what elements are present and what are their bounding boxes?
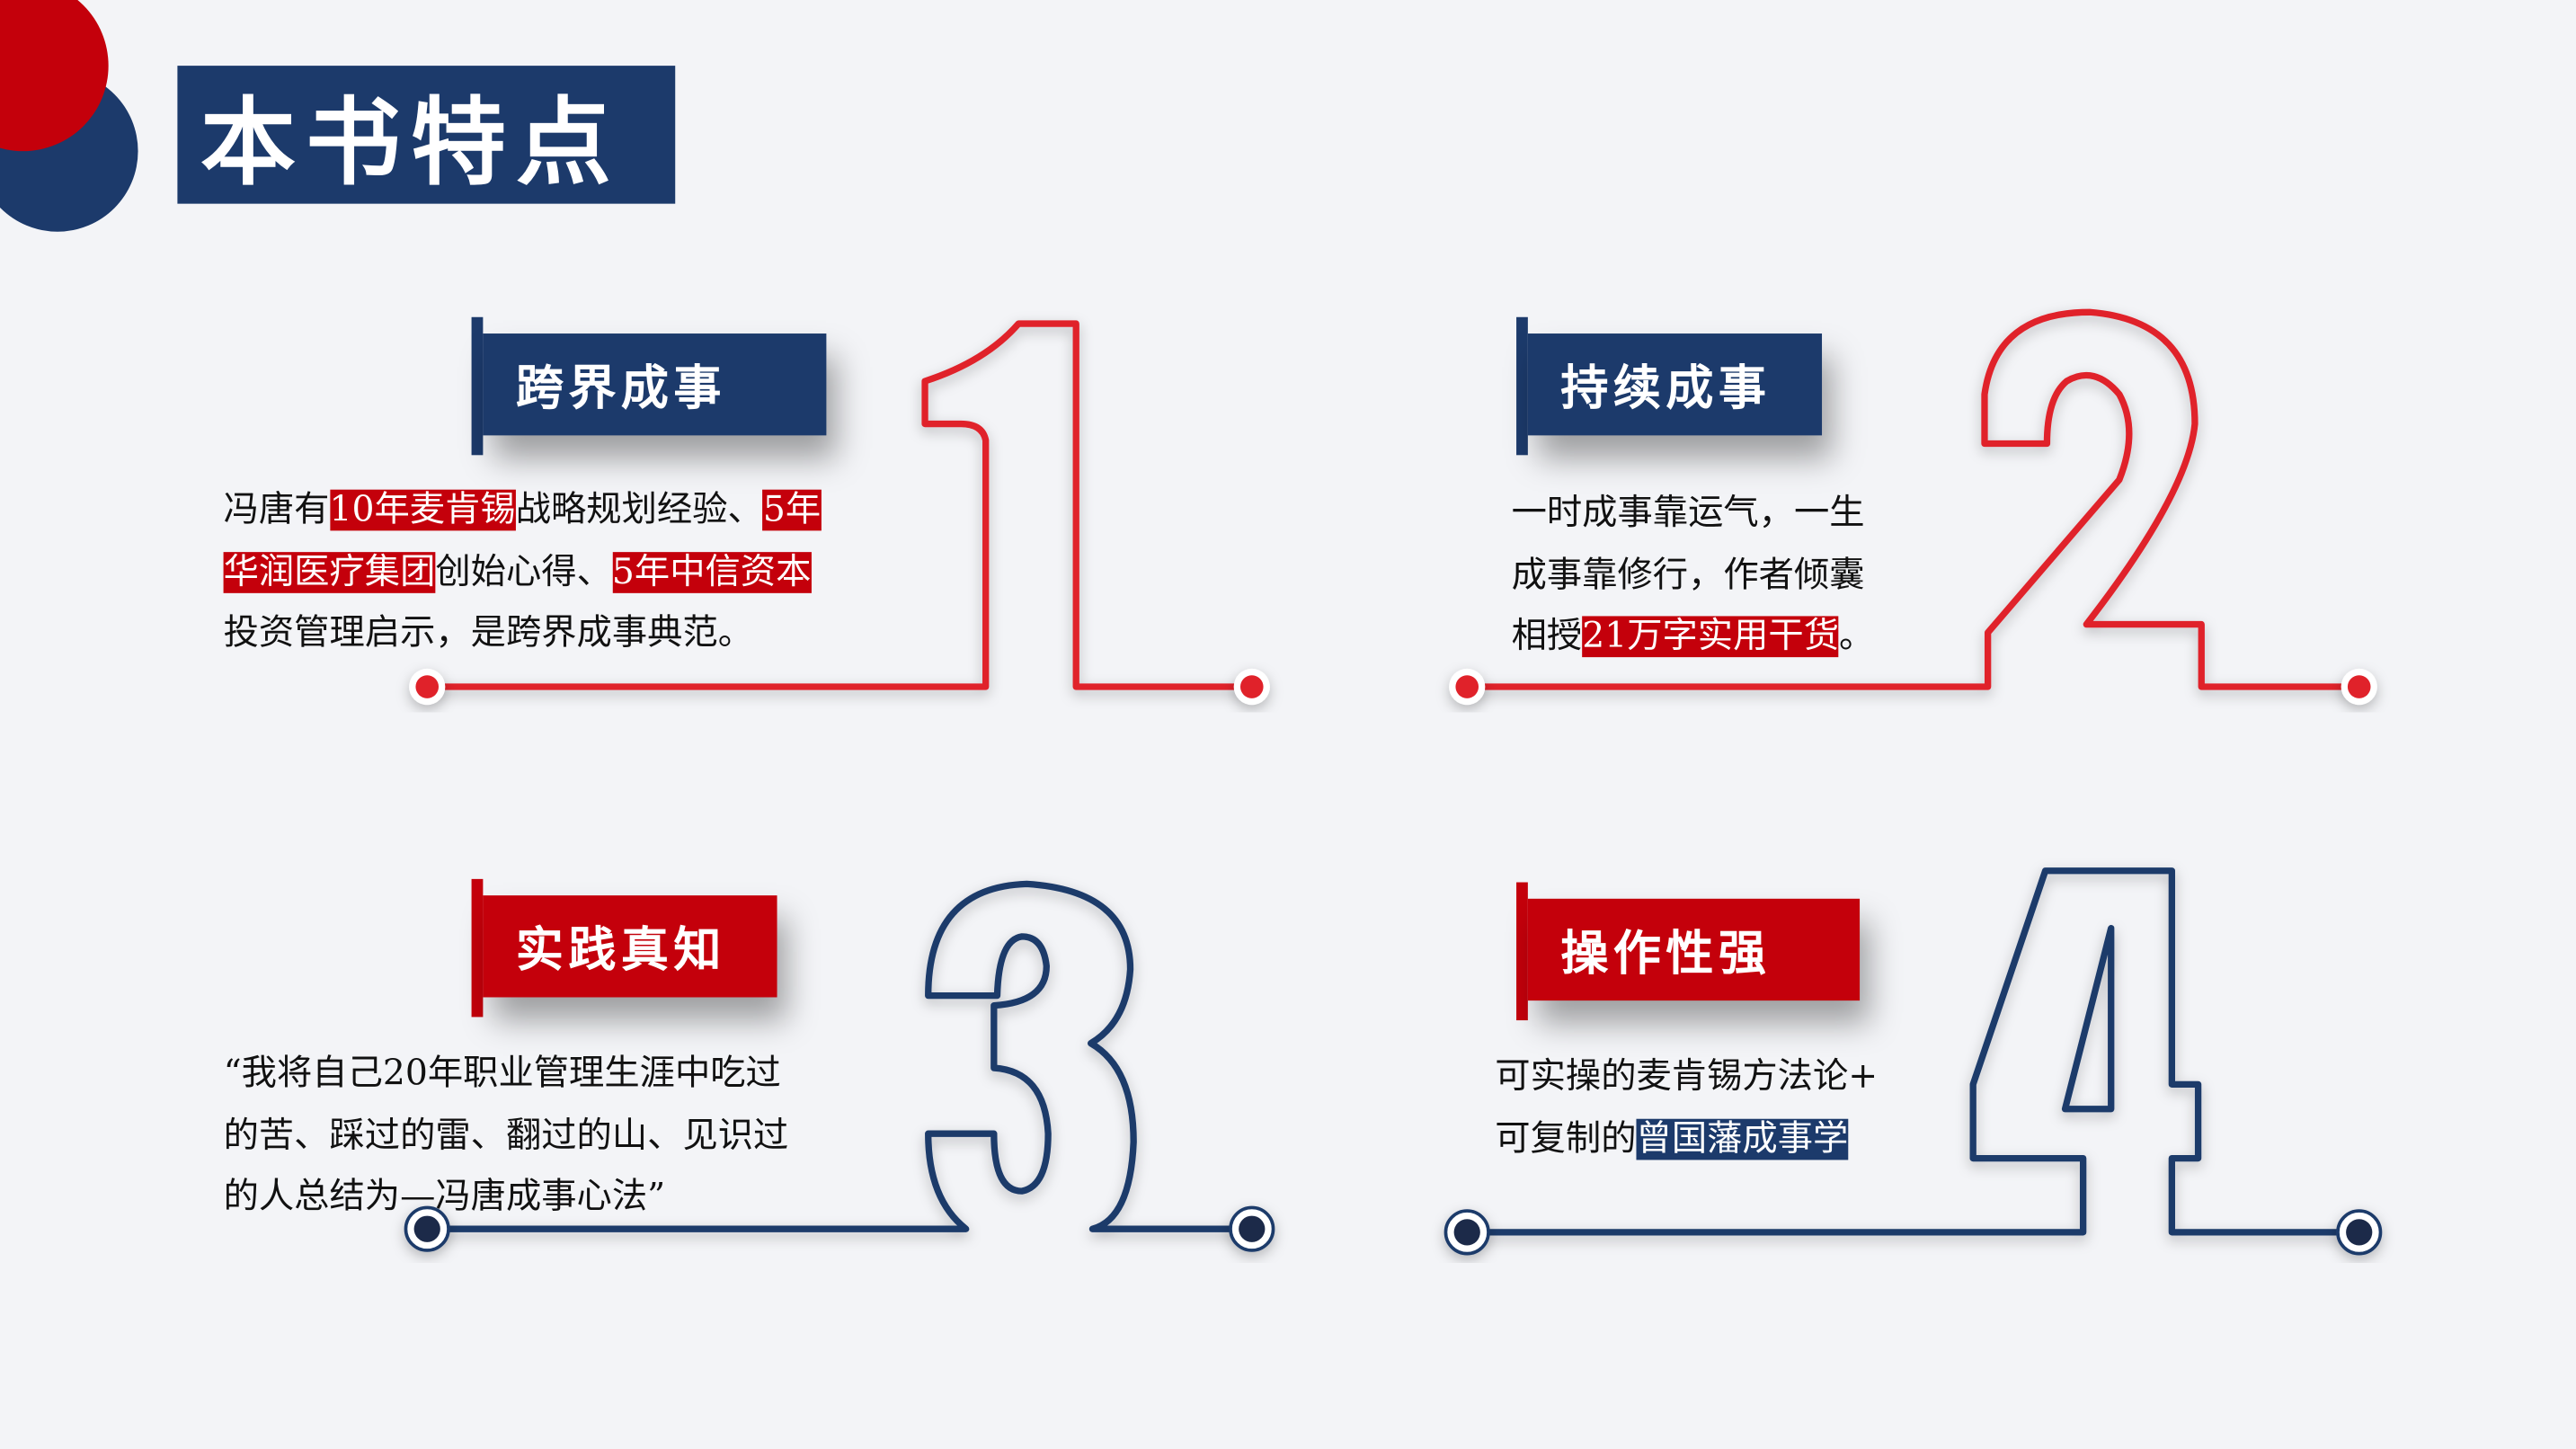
text-line: 可复制的曾国藩成事学 [1495,1108,1878,1170]
feature-4-heading: 操作性强 [1527,898,1861,1001]
red-dots [409,668,2377,706]
highlighted-text: 10年麦肯锡 [329,489,516,531]
text-segment: 可实操的麦肯锡方法论+ [1495,1056,1879,1098]
text-segment: 冯唐有 [223,489,330,531]
feature-3-text: “我将自己20年职业管理生涯中吃过的苦、踩过的雷、翻过的山、见识过的人总结为—冯… [224,1044,789,1229]
flag-pole [1516,882,1528,1021]
text-segment: 的苦、踩过的雷、翻过的山、见识过 [223,1115,789,1156]
text-line: 的苦、踩过的雷、翻过的山、见识过 [224,1105,789,1167]
text-segment: 战略规划经验、 [515,489,763,531]
text-line: 的人总结为—冯唐成事心法” [224,1167,789,1229]
text-segment: 。 [1838,616,1875,658]
highlighted-text: 曾国藩成事学 [1636,1117,1849,1160]
page-title: 本书特点 [177,66,676,204]
text-line: “我将自己20年职业管理生涯中吃过 [224,1044,789,1106]
text-segment: 的人总结为—冯唐成事心法” [223,1176,666,1218]
number-3-outline [427,880,1252,1232]
text-segment: “我将自己20年职业管理生涯中吃过 [223,1053,781,1095]
text-segment: 创始心得、 [435,551,612,592]
text-segment: 相授 [1511,616,1583,658]
feature-1-heading: 跨界成事 [483,333,827,436]
text-segment: 一时成事靠运气，一生 [1511,493,1865,535]
flag-pole [471,878,484,1018]
text-line: 可实操的麦肯锡方法论+ [1495,1046,1878,1108]
text-line: 投资管理启示，是跨界成事典范。 [224,603,822,665]
text-line: 相授21万字实用干货。 [1511,606,1875,668]
text-segment: 成事靠修行，作者倾囊 [1511,554,1865,596]
text-segment: 可复制的 [1495,1117,1637,1160]
feature-2-text: 一时成事靠运气，一生成事靠修行，作者倾囊相授21万字实用干货。 [1511,483,1875,668]
number-2-outline [1467,308,2359,690]
highlighted-text: 21万字实用干货 [1582,616,1839,658]
feature-4-text: 可实操的麦肯锡方法论+ 可复制的曾国藩成事学 [1495,1046,1878,1169]
red-circle-decoration [0,0,109,152]
flag-pole [471,316,484,456]
text-line: 冯唐有10年麦肯锡战略规划经验、5年 [224,480,822,542]
number-1-outline [427,320,1252,690]
highlighted-text: 5年中信资本 [611,551,812,592]
feature-1-text: 冯唐有10年麦肯锡战略规划经验、5年华润医疗集团创始心得、5年中信资本投资管理启… [223,480,822,665]
highlighted-text: 5年 [762,489,822,531]
text-line: 华润医疗集团创始心得、5年中信资本 [223,541,822,603]
text-line: 成事靠修行，作者倾囊 [1512,545,1875,607]
highlighted-text: 华润医疗集团 [223,551,436,592]
feature-3-heading: 实践真知 [483,895,777,998]
text-segment: 投资管理启示，是跨界成事典范。 [223,612,754,654]
feature-2-heading: 持续成事 [1527,333,1823,436]
flag-pole [1516,316,1528,456]
number-4-outline [1467,867,2359,1236]
text-line: 一时成事靠运气，一生 [1512,483,1875,545]
blue-dots [404,1205,2383,1256]
